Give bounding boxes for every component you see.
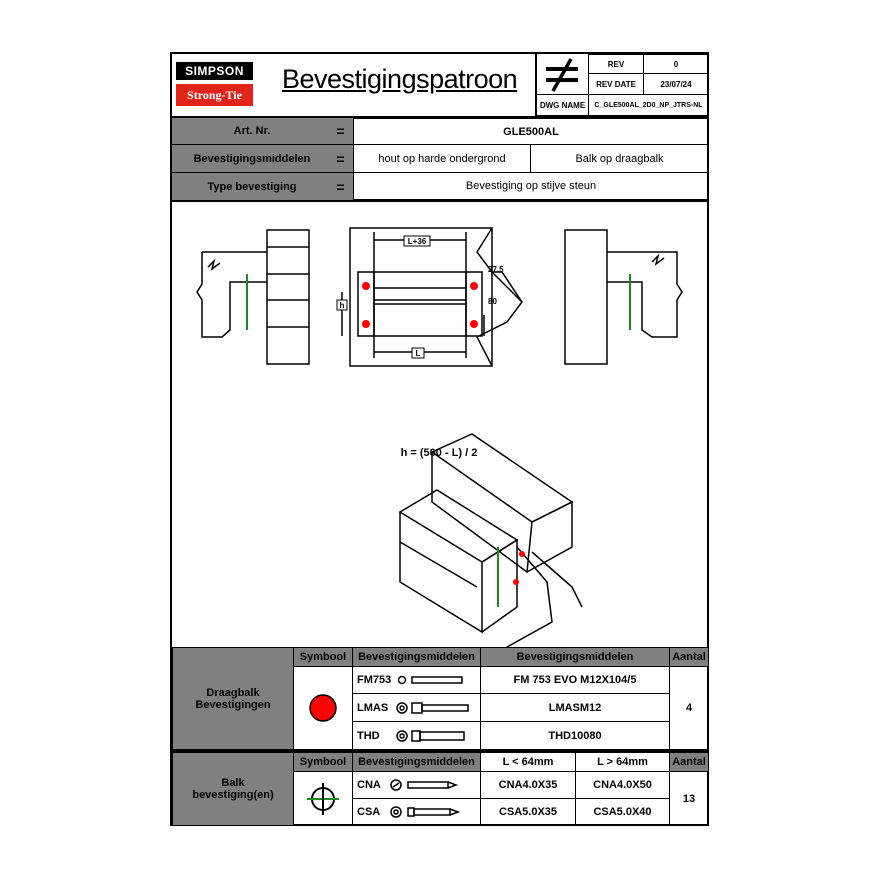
table2-col-gt: L > 64mm — [575, 752, 670, 772]
means-eq: = — [327, 145, 354, 173]
rev-label: REV — [588, 54, 644, 74]
table1-col-symbol: Symbool — [293, 647, 353, 667]
table2-col-qty: Aantal — [669, 752, 709, 772]
table1-value-3: THD10080 — [480, 721, 670, 750]
fastener-icons-2 — [390, 779, 461, 818]
table2-symbol — [293, 771, 353, 826]
drawing-sheet: SIMPSON Strong-Tie Bevestigingspatroon R… — [170, 52, 709, 826]
red-dot-icon — [362, 282, 525, 585]
info-divider — [172, 200, 709, 202]
table2-group: Balk bevestiging(en) — [172, 752, 294, 826]
type-eq: = — [327, 173, 354, 200]
dim-275-label: 27.5 — [488, 265, 504, 274]
means-label: Bevestigingsmiddelen — [172, 145, 332, 173]
table1-col-means2: Bevestigingsmiddelen — [480, 647, 670, 667]
art-label: Art. Nr. — [172, 118, 332, 145]
table2-col-symbol: Symbool — [293, 752, 353, 772]
art-value: GLE500AL — [353, 118, 709, 145]
table1-qty: 4 — [669, 666, 709, 750]
type-value: Bevestiging op stijve steun — [353, 172, 709, 200]
not-equal-icon — [538, 55, 586, 95]
logo-simpson: SIMPSON — [176, 62, 253, 80]
table1-symbol — [293, 666, 353, 750]
means-value-2: Balk op draagbalk — [530, 144, 709, 173]
table1-col-means: Bevestigingsmiddelen — [352, 647, 481, 667]
dwg-value: C_GLE500AL_2D0_NP_JTRS-NL — [588, 94, 709, 116]
table2-col-means: Bevestigingsmiddelen — [352, 752, 481, 772]
logo-strong-tie: Strong-Tie — [176, 84, 253, 106]
green-nail-icon — [246, 274, 631, 607]
dim-top-label: L+36 — [408, 237, 427, 246]
dim-80-label: 80 — [488, 297, 497, 306]
rev-date-label: REV DATE — [588, 73, 644, 95]
table2-gt-1: CNA4.0X50 — [575, 771, 670, 799]
table2-col-lt: L < 64mm — [480, 752, 576, 772]
title-block-border — [535, 54, 537, 116]
table1-group: Draagbalk Bevestigingen — [172, 647, 294, 750]
rev-date-value: 23/07/24 — [643, 73, 709, 95]
dim-h-label: h — [340, 301, 345, 310]
technical-drawing: L+36 L h 27.5 80 h = (500 - L) / 2 — [196, 227, 683, 647]
table1-value-2: LMASM12 — [480, 693, 670, 722]
dim-bottom-label: L — [416, 349, 421, 358]
page-title: Bevestigingspatroon — [282, 64, 518, 94]
table2-gt-2: CSA5.0X40 — [575, 798, 670, 826]
table2-lt-1: CNA4.0X35 — [480, 771, 576, 799]
art-eq: = — [327, 118, 354, 145]
table2-lt-2: CSA5.0X35 — [480, 798, 576, 826]
rev-value: 0 — [643, 54, 709, 74]
table2-qty: 13 — [669, 771, 709, 826]
dwg-label: DWG NAME — [536, 94, 589, 116]
table-divider — [172, 750, 709, 752]
fastener-icons-1 — [396, 675, 469, 742]
table1-col-qty: Aantal — [669, 647, 709, 667]
table1-value-1: FM 753 EVO M12X104/5 — [480, 666, 670, 694]
header-divider — [172, 116, 707, 118]
type-label: Type bevestiging — [172, 173, 332, 200]
formula: h = (500 - L) / 2 — [401, 447, 478, 459]
means-value-1: hout op harde ondergrond — [353, 144, 531, 173]
